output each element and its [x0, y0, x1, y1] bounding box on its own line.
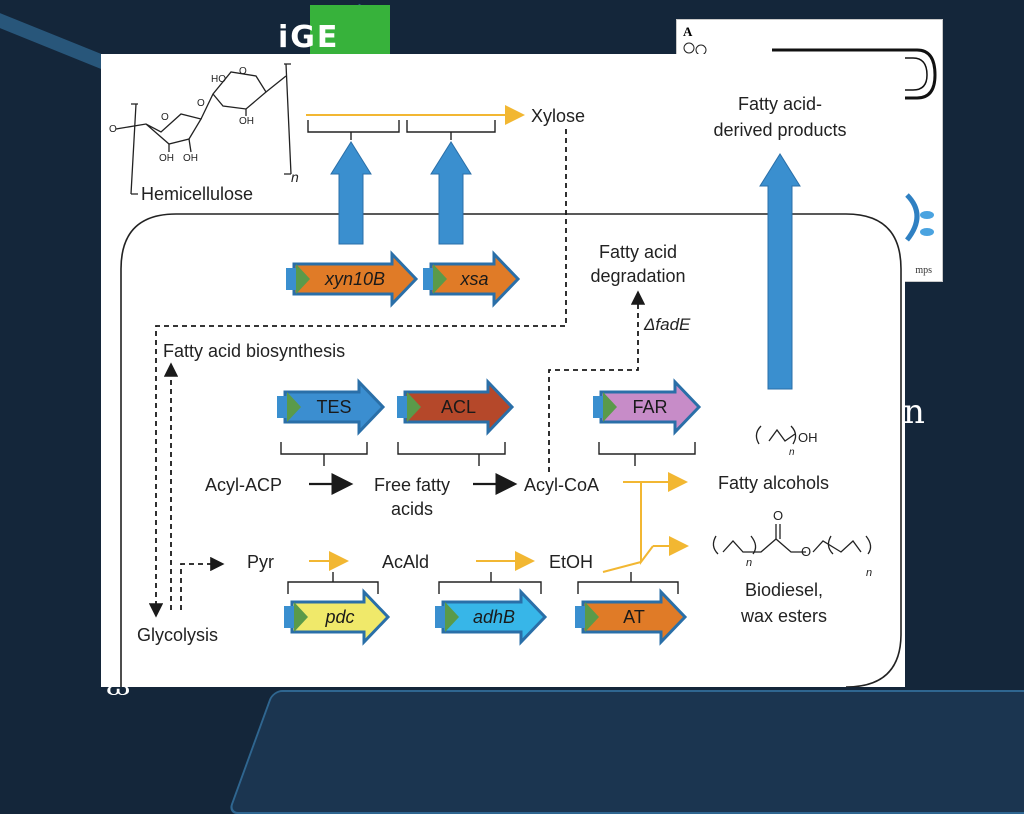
cell-membrane — [120, 213, 902, 688]
promoter-triangle — [445, 602, 459, 632]
promoter-block — [423, 268, 435, 290]
hemicellulose-atom: HO — [211, 74, 226, 85]
background-panel — [227, 690, 1024, 814]
fatty-acid-degradation-label: degradation — [590, 266, 685, 286]
background-glyph: n — [903, 392, 925, 432]
glycolysis-to-pyr-line — [180, 556, 225, 610]
xylose-label: Xylose — [531, 106, 585, 126]
hemicellulose-atom: O — [197, 98, 205, 109]
pyr-label: Pyr — [247, 552, 274, 572]
hemicellulose-label: Hemicellulose — [141, 184, 253, 204]
gene-label-AT: AT — [623, 607, 645, 627]
export-arrow — [330, 141, 372, 245]
fatty-acid-biosynthesis-label: Fatty acid biosynthesis — [163, 341, 345, 361]
etoh-label: EtOH — [549, 552, 593, 572]
svg-text:n: n — [746, 557, 752, 569]
delta-fade-label: ΔfadE — [643, 315, 691, 334]
acyl-acp-label: Acyl-ACP — [205, 475, 282, 495]
gene-label-xsa: xsa — [459, 269, 488, 289]
promoter-block — [284, 606, 296, 628]
promoter-triangle — [407, 392, 421, 422]
inset-drawing — [683, 42, 937, 242]
gene-arrow-ACL — [403, 378, 515, 436]
free-fatty-acids-label: Free fatty — [374, 475, 450, 495]
fatty-acid-products-label: Fatty acid- — [738, 94, 822, 114]
gene-arrow-FAR — [599, 378, 702, 436]
fatty-acid-degradation-label: Fatty acid — [599, 242, 677, 262]
export-arrow — [759, 153, 801, 390]
promoter-block — [286, 268, 298, 290]
gene-bracket — [577, 572, 679, 594]
gene-bracket — [307, 120, 400, 140]
inset-panel-label: A — [683, 24, 693, 39]
fatty-alcohols-label: Fatty alcohols — [718, 473, 829, 493]
biodiesel-label: wax esters — [740, 606, 827, 626]
gene-label-ACL: ACL — [441, 397, 476, 417]
promoter-triangle — [603, 392, 617, 422]
biodiesel-label: Biodiesel, — [745, 580, 823, 600]
gene-arrow-pdc — [290, 588, 391, 646]
logo-text: iGE — [278, 20, 340, 55]
gene-arrow-adhB — [441, 588, 548, 646]
promoter-block — [397, 396, 409, 418]
glycolysis-label: Glycolysis — [137, 625, 218, 645]
gene-arrow-TES — [283, 378, 386, 436]
promoter-triangle — [433, 264, 447, 294]
gene-arrow-xsa — [429, 250, 521, 308]
gene-bracket — [280, 442, 368, 466]
promoter-triangle — [294, 602, 308, 632]
fatty-acid-products-label: derived products — [713, 120, 846, 140]
svg-text:OH: OH — [798, 430, 818, 445]
background-glyph: ω — [106, 679, 131, 700]
gene-bracket — [438, 572, 542, 594]
gene-label-adhB: adhB — [473, 607, 515, 627]
fatty-alcohol-structure: n OH — [755, 425, 818, 458]
pathway-diagram: HO O OH O O OH OH O n Hemicellulose Xylo… — [109, 63, 902, 688]
gene-label-pdc: pdc — [324, 607, 354, 627]
gene-label-FAR: FAR — [632, 397, 667, 417]
svg-text:n: n — [789, 447, 795, 458]
degradation-dashed-line — [548, 290, 646, 472]
gene-bracket — [406, 120, 496, 140]
promoter-block — [593, 396, 605, 418]
hemicellulose-atom: O — [239, 66, 247, 77]
promoter-block — [277, 396, 289, 418]
promoter-triangle — [585, 602, 599, 632]
gene-arrow-AT — [581, 588, 688, 646]
hemicellulose-structure: HO O OH O O OH OH O n Hemicellulose — [109, 63, 299, 204]
gene-bracket — [397, 442, 506, 466]
logo-block — [310, 5, 390, 60]
svg-text:n: n — [866, 567, 872, 579]
hemicellulose-atom: OH — [239, 116, 254, 127]
export-arrow-up — [330, 141, 801, 390]
xylose-flux-line — [148, 129, 567, 618]
promoter-triangle — [296, 264, 310, 294]
export-arrow — [430, 141, 472, 245]
yellow-arrow-biodiesel — [602, 482, 684, 573]
hemicellulose-atom: OH — [159, 153, 174, 164]
acald-label: AcAld — [382, 552, 429, 572]
svg-text:O: O — [773, 508, 783, 523]
hemicellulose-atom: O — [161, 112, 169, 123]
wax-ester-structure: O O n n — [712, 508, 872, 579]
free-fatty-acids-label: acids — [391, 499, 433, 519]
promoter-block — [575, 606, 587, 628]
pathway-figure: HO O OH O O OH OH O n Hemicellulose Xylo… — [101, 54, 905, 688]
gene-arrow-xyn10B — [292, 250, 419, 308]
gene-label-xyn10B: xyn10B — [324, 269, 385, 289]
inset-caption: mps — [915, 265, 932, 276]
gene-bracket — [598, 442, 696, 466]
hemicellulose-subscript: n — [291, 169, 299, 185]
gene-bracket — [287, 572, 379, 594]
acyl-coa-label: Acyl-CoA — [524, 475, 599, 495]
hemicellulose-atom: OH — [183, 153, 198, 164]
promoter-block — [435, 606, 447, 628]
promoter-triangle — [287, 392, 301, 422]
hemicellulose-atom: O — [109, 124, 117, 135]
gene-label-TES: TES — [316, 397, 351, 417]
svg-text:O: O — [801, 544, 811, 559]
